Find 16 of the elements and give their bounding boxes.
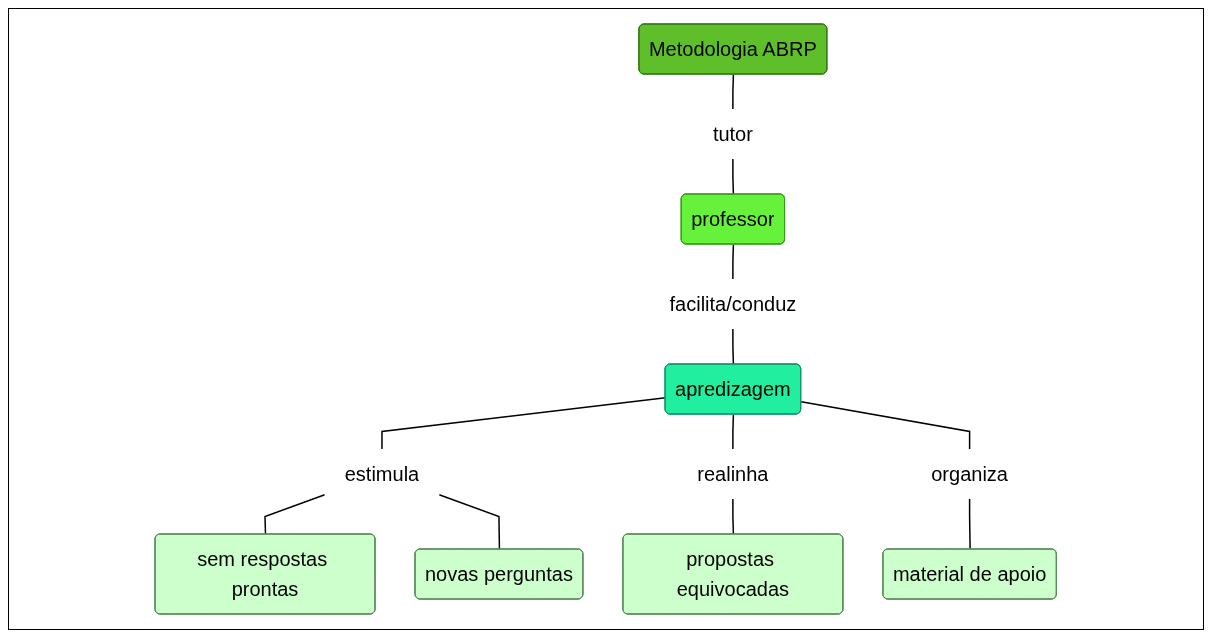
connector [969, 498, 972, 551]
connector [438, 494, 501, 551]
node-text: realinha [697, 463, 769, 485]
node-text: facilita/conduz [669, 293, 797, 315]
connector [732, 498, 735, 536]
node-text: organiza [931, 463, 1009, 485]
connector [381, 396, 667, 450]
connector [732, 413, 735, 450]
connector [732, 73, 735, 110]
connector [732, 243, 735, 280]
connector [800, 400, 971, 450]
connector [732, 158, 735, 196]
node-text: estimula [345, 463, 420, 485]
node-text: tutor [713, 123, 754, 145]
connector [264, 494, 326, 536]
connector [732, 328, 735, 366]
